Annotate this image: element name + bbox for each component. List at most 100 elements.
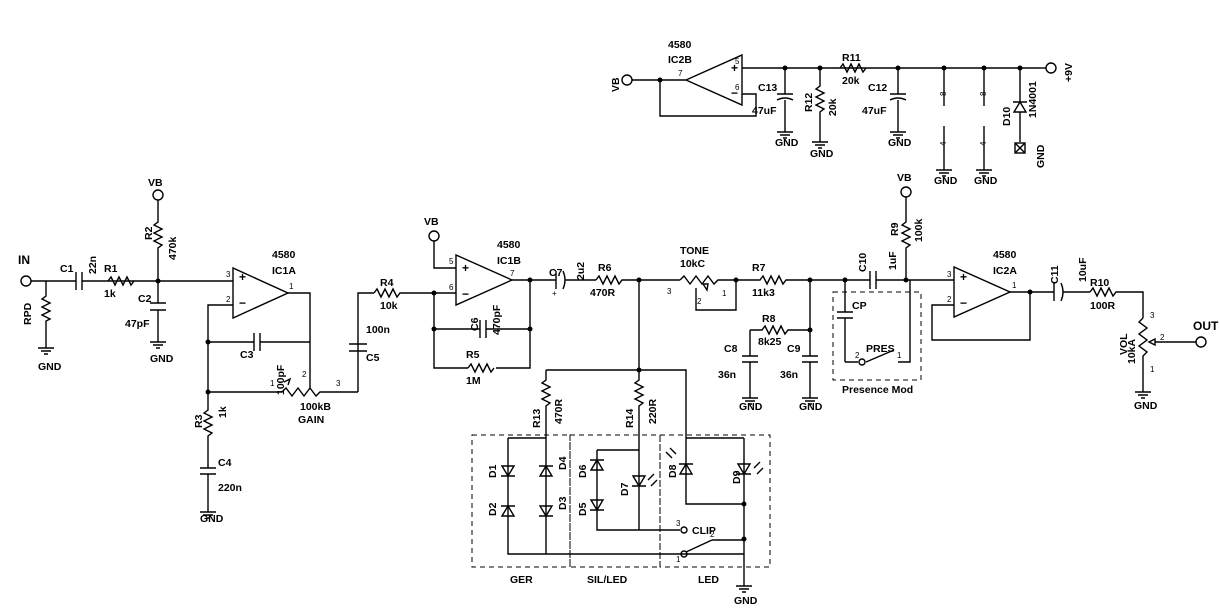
- c10-value: 1uF: [887, 251, 899, 270]
- vol-pin2: 2: [1160, 333, 1165, 342]
- svg-text:−: −: [239, 296, 246, 310]
- gnd-clip: GND: [734, 595, 758, 607]
- r2-value: 470k: [167, 236, 179, 260]
- c1-ref: C1: [60, 263, 74, 275]
- output-label: OUT: [1193, 319, 1219, 333]
- d8-ref: D8: [667, 464, 679, 478]
- ic2-pin4: 4: [979, 141, 988, 146]
- ic2b-pin-minus: 6: [735, 83, 740, 92]
- vb-terminal-r9: [900, 186, 912, 198]
- c3-ref: C3: [240, 349, 254, 361]
- presence-mod-label: Presence Mod: [842, 384, 913, 396]
- ic2a-pin-plus: 3: [947, 270, 952, 279]
- silled-box: [569, 434, 661, 568]
- r1-ref: R1: [104, 263, 118, 275]
- r13-ref: R13: [531, 409, 543, 428]
- ic1b-name: IC1B: [497, 255, 521, 267]
- clip-pin1: 1: [676, 555, 681, 564]
- pres-pin2: 2: [855, 351, 860, 360]
- tone-pin2: 2: [697, 297, 702, 306]
- vb-terminal-ic1b: [428, 230, 440, 242]
- svg-text:−: −: [960, 296, 967, 310]
- gnd-vol: GND: [1134, 400, 1158, 412]
- svg-text:+: +: [239, 270, 246, 284]
- ic2a-pin-minus: 2: [947, 295, 952, 304]
- clip-switch-name: CLIP: [692, 525, 716, 537]
- input-jack: IN: [18, 253, 32, 287]
- r5-ref: R5: [466, 349, 480, 361]
- c9-value: 36n: [780, 369, 798, 381]
- gnd-c2: GND: [150, 353, 174, 365]
- r5-value: 1M: [466, 375, 481, 387]
- vol-pin3: 3: [1150, 311, 1155, 320]
- r7-ref: R7: [752, 262, 766, 274]
- r3-ref: R3: [193, 414, 205, 428]
- svg-text:+: +: [552, 289, 557, 298]
- r11-ref: R11: [842, 52, 861, 64]
- r4-value: 10k: [380, 300, 398, 312]
- supply-label: +9V: [1063, 63, 1075, 82]
- led-box: [659, 434, 771, 568]
- r10-ref: R10: [1090, 277, 1109, 289]
- ic2a-pin-out: 1: [1012, 281, 1017, 290]
- gnd-c9: GND: [799, 401, 823, 413]
- vb-ic1b-label: VB: [424, 216, 439, 228]
- c1-value: 22n: [87, 256, 99, 274]
- ic1a-pin-out: 1: [289, 282, 294, 291]
- ic2b-part: 4580: [668, 39, 692, 51]
- c4-value: 220n: [218, 482, 242, 494]
- c13-ref: C13: [758, 82, 777, 94]
- gnd-c8: GND: [739, 401, 763, 413]
- tone-name: TONE: [680, 245, 709, 257]
- c8-ref: C8: [724, 343, 738, 355]
- r3-value: 1k: [217, 406, 229, 418]
- ic2-pin8: 8: [979, 91, 988, 96]
- vol-pin1: 1: [1150, 365, 1155, 374]
- gnd-c13: GND: [775, 137, 799, 149]
- clip-pin3: 3: [676, 519, 681, 528]
- c3-value: 100pF: [275, 364, 287, 395]
- gnd-ic1: GND: [934, 175, 958, 187]
- r14-value: 220R: [647, 398, 659, 424]
- supply-terminal: [1045, 62, 1057, 74]
- r13-value: 470R: [553, 398, 565, 424]
- r1-value: 1k: [104, 288, 116, 300]
- c2-value: 47pF: [125, 318, 150, 330]
- ic1a-part: 4580: [272, 249, 296, 261]
- r14-ref: R14: [624, 409, 636, 428]
- r6-ref: R6: [598, 262, 612, 274]
- c11-value: 10uF: [1077, 257, 1089, 282]
- d3-ref: D3: [557, 496, 569, 510]
- svg-text:−: −: [462, 287, 469, 301]
- gnd-ic2: GND: [974, 175, 998, 187]
- c13-value: 47uF: [752, 105, 777, 117]
- d1-ref: D1: [487, 464, 499, 478]
- d10-ref: D10: [1001, 107, 1013, 126]
- ic2b-pin-out: 7: [678, 69, 683, 78]
- c7-ref: C7: [549, 267, 563, 279]
- clip-pin2: 2: [710, 530, 715, 539]
- ic1a-name: IC1A: [272, 265, 296, 277]
- ic2b-opamp: + − 5 6 7 4580 IC2B: [668, 39, 743, 107]
- vb-ic2b-label: VB: [610, 77, 622, 92]
- ic2b-pin-plus: 5: [735, 57, 740, 66]
- d2-ref: D2: [487, 502, 499, 516]
- ger-label: GER: [510, 574, 533, 586]
- ic2a-part: 4580: [993, 249, 1017, 261]
- ger-box: [471, 434, 571, 568]
- r2-ref: R2: [143, 226, 155, 240]
- ic2a-name: IC2A: [993, 265, 1017, 277]
- vb-terminal-ic2b: [621, 74, 633, 86]
- c5-value: 100n: [366, 324, 390, 336]
- d4-ref: D4: [557, 456, 569, 470]
- d9-ref: D9: [731, 470, 743, 484]
- gnd-r12: GND: [810, 148, 834, 160]
- ic1-pin8: 8: [939, 91, 948, 96]
- rpd-ref: RPD: [22, 302, 34, 325]
- pres-pin1: 1: [897, 351, 902, 360]
- input-label: IN: [18, 253, 30, 267]
- vb-terminal-r2: [152, 189, 164, 201]
- presence-mod-box: [832, 291, 922, 381]
- d6-ref: D6: [577, 464, 589, 478]
